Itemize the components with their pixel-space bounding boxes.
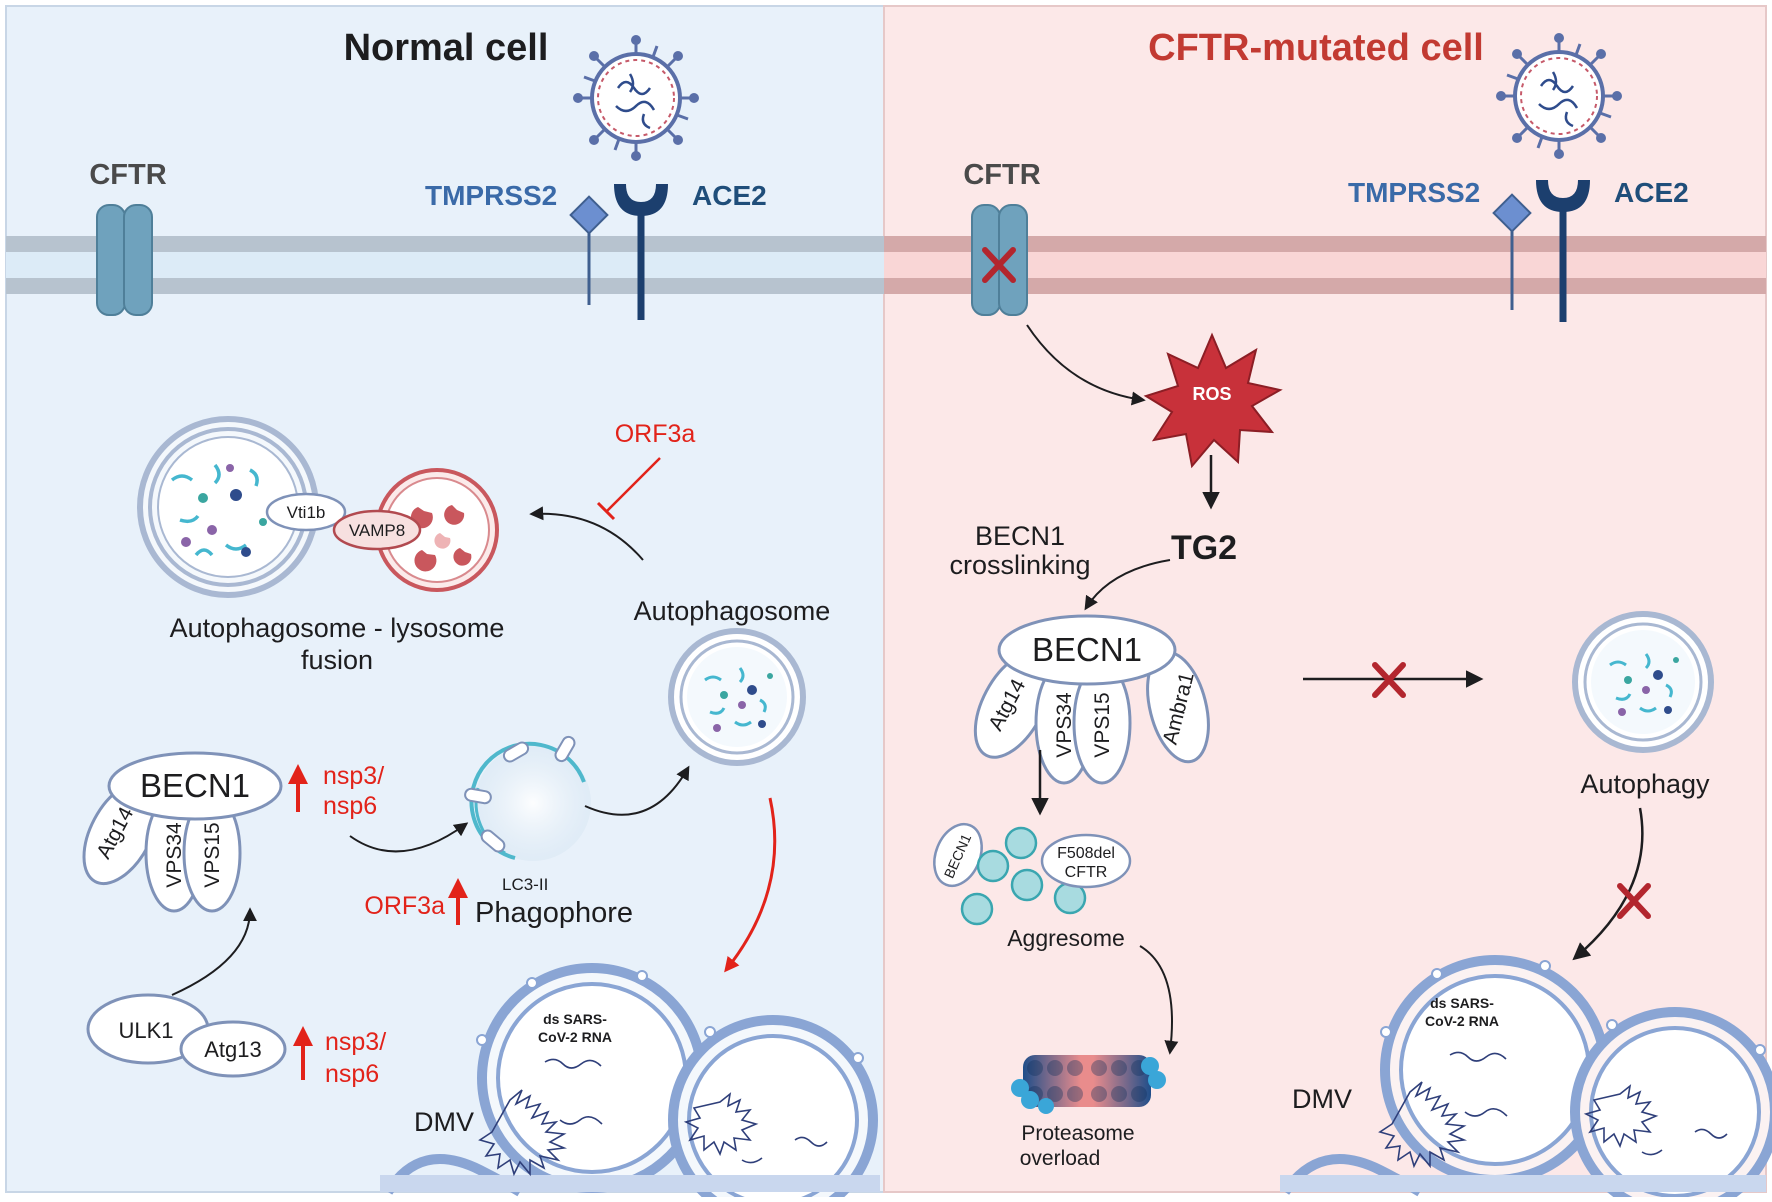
fusion-label-line2: fusion <box>301 645 373 675</box>
proteasome-line1: Proteasome <box>1021 1122 1134 1145</box>
f508del-line2: CFTR <box>1065 864 1108 881</box>
left-tmprss2-protein <box>569 195 609 305</box>
left-becn1-label: BECN1 <box>140 767 250 804</box>
orf3a-phagophore-label: ORF3a <box>364 892 445 920</box>
ulk1-complex <box>86 993 287 1078</box>
autophagosome-label: Autophagosome <box>634 596 831 626</box>
left-ace2-receptor <box>614 184 668 320</box>
left-cftr-channel <box>96 204 153 316</box>
left-vps15-label: VPS15 <box>201 822 224 887</box>
arrow-phagophore-to-autophagosome <box>584 765 690 816</box>
nsp-lower-line1: nsp3/ <box>325 1028 386 1056</box>
vti1b-label: Vti1b <box>287 503 326 522</box>
right-ace2-label: ACE2 <box>1614 177 1689 208</box>
left-dmv-structure <box>380 963 880 1202</box>
right-tmprss2-protein <box>1492 193 1532 310</box>
left-tmprss2-label: TMPRSS2 <box>425 180 557 211</box>
right-dmv-rna-line1: ds SARS- <box>1430 995 1494 1011</box>
right-vps34-label: VPS34 <box>1053 692 1076 758</box>
cftr-defect-cross-icon <box>982 247 1016 283</box>
ulk1-label: ULK1 <box>118 1018 173 1043</box>
phagophore-label: Phagophore <box>475 897 633 929</box>
left-panel-title: Normal cell <box>344 27 549 69</box>
vamp8-snare <box>332 509 422 551</box>
right-cftr-label: CFTR <box>963 159 1040 191</box>
block-cross-icon-lower <box>1617 883 1651 919</box>
vamp8-label: VAMP8 <box>349 521 405 540</box>
arrow-autophagosome-to-dmv <box>724 797 777 973</box>
arrow-cftr-to-ros <box>1026 324 1146 406</box>
right-dmv-label: DMV <box>1292 1084 1352 1114</box>
orf3a-inhibition-bar <box>596 501 616 521</box>
right-panel-title: CFTR-mutated cell <box>1148 27 1484 69</box>
right-autophagosome-vesicle <box>1572 611 1714 753</box>
right-tmprss2-label: TMPRSS2 <box>1348 177 1480 208</box>
left-dmv-label: DMV <box>414 1107 474 1137</box>
right-panel-background <box>883 5 1767 1193</box>
vti1b-snare <box>265 492 347 532</box>
f508del-line1: F508del <box>1057 845 1115 862</box>
right-dmv-structure <box>1280 955 1772 1202</box>
block-cross-icon-upper <box>1372 662 1406 698</box>
lc3-ii-label: LC3-II <box>502 875 548 894</box>
fused-autophagosome <box>137 416 319 598</box>
nsp-lower-line2: nsp6 <box>325 1060 379 1088</box>
nsp-upper-line1: nsp3/ <box>323 762 384 790</box>
arrow-autophagosome-to-fusion <box>529 506 644 561</box>
phagophore-membrane <box>464 735 591 861</box>
arrow-ulk1-to-becn1 <box>171 907 257 996</box>
arrow-aggresome-to-proteasome <box>1139 945 1179 1055</box>
autophagy-label: Autophagy <box>1580 769 1710 799</box>
crosslinking-line1: BECN1 <box>975 521 1065 551</box>
ros-label: ROS <box>1192 384 1231 404</box>
autophagosome-vesicle <box>668 628 806 766</box>
atg13-label: Atg13 <box>204 1037 262 1062</box>
orf3a-inhibition-label: ORF3a <box>615 420 696 448</box>
fusion-label-line1: Autophagosome - lysosome <box>170 613 505 643</box>
ros-starburst-icon <box>1143 332 1283 469</box>
right-virus-icon <box>1496 33 1622 159</box>
right-becn1-complex <box>973 614 1210 785</box>
right-dmv-rna-line2: CoV-2 RNA <box>1425 1013 1499 1029</box>
left-virus-icon <box>573 35 699 161</box>
lysosome <box>375 468 499 592</box>
right-vps15-label: VPS15 <box>1091 692 1114 757</box>
right-cftr-channel <box>971 204 1028 316</box>
right-ace2-receptor <box>1536 180 1590 322</box>
right-membrane <box>884 236 1766 294</box>
aggresome-label: Aggresome <box>1007 925 1125 951</box>
right-becn1-label: BECN1 <box>1032 631 1142 668</box>
left-dmv-rna-line1: ds SARS- <box>543 1011 607 1027</box>
left-dmv-rna-line2: CoV-2 RNA <box>538 1029 612 1045</box>
left-becn1-complex <box>82 751 283 913</box>
tg2-label: TG2 <box>1171 529 1237 567</box>
arrow-becn1-to-phagophore <box>349 822 469 853</box>
blocked-arrow-autophagy-to-dmv <box>1572 807 1644 961</box>
left-ace2-label: ACE2 <box>692 180 767 211</box>
aggresome-cluster <box>933 822 1132 926</box>
left-cftr-label: CFTR <box>89 159 166 191</box>
proteasome-icon <box>1011 1055 1166 1114</box>
arrow-tg2-to-becn1 <box>1084 559 1171 611</box>
left-vps34-label: VPS34 <box>163 822 186 888</box>
proteasome-line2: overload <box>1020 1147 1101 1170</box>
crosslinking-line2: crosslinking <box>949 550 1090 580</box>
orf3a-inhibition-line <box>606 457 661 512</box>
nsp-upper-line2: nsp6 <box>323 792 377 820</box>
